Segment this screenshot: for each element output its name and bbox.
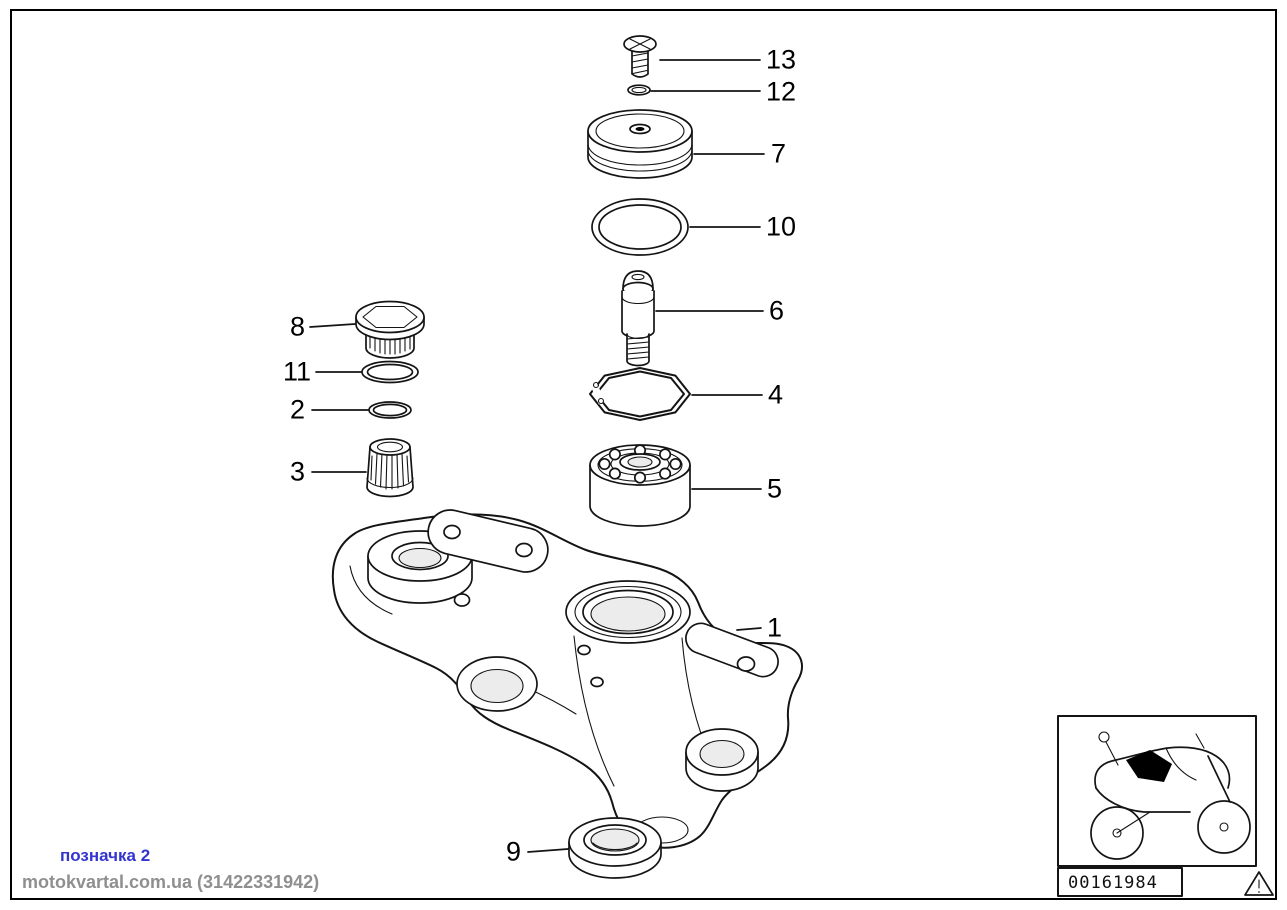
part-3-bushing <box>366 438 414 498</box>
part-8-plug <box>355 300 425 359</box>
callout-5: 5 <box>767 473 783 504</box>
part-2-oring <box>368 401 412 419</box>
leader-lines <box>309 59 765 853</box>
diagram-number-box <box>1057 867 1183 897</box>
part-5-bearing <box>589 444 691 527</box>
callout-4: 4 <box>768 379 784 410</box>
part-1-fork-bridge <box>331 509 803 849</box>
watermark-site: motokvartal.com.ua (31422331942) <box>22 872 320 892</box>
motorcycle-icon <box>1090 731 1251 860</box>
callout-12: 12 <box>766 76 797 107</box>
diagram-number: 00161984 <box>1068 873 1158 893</box>
watermark-label: позначка 2 <box>60 846 151 865</box>
callout-3: 3 <box>290 456 306 487</box>
part-9-seal-ring <box>568 817 662 879</box>
callout-9: 9 <box>506 836 522 867</box>
callout-6: 6 <box>769 295 785 326</box>
callout-10: 10 <box>766 211 797 242</box>
callout-13: 13 <box>766 44 797 75</box>
part-12-oring <box>627 84 651 96</box>
page-border-frame <box>10 9 1277 900</box>
callout-2: 2 <box>290 394 306 425</box>
part-10-oring <box>591 198 689 256</box>
part-6-bolt <box>621 270 655 367</box>
warning-triangle-icon <box>1244 871 1274 896</box>
callout-7: 7 <box>771 138 787 169</box>
callout-11: 11 <box>283 356 312 387</box>
thumbnail-box <box>1057 715 1257 867</box>
part-7-cover-cap <box>587 109 693 179</box>
part-13-screw <box>623 35 657 78</box>
part-4-snap-ring <box>589 367 691 421</box>
callout-8: 8 <box>290 311 306 342</box>
callout-1: 1 <box>767 612 783 643</box>
part-11-oring <box>361 360 419 384</box>
